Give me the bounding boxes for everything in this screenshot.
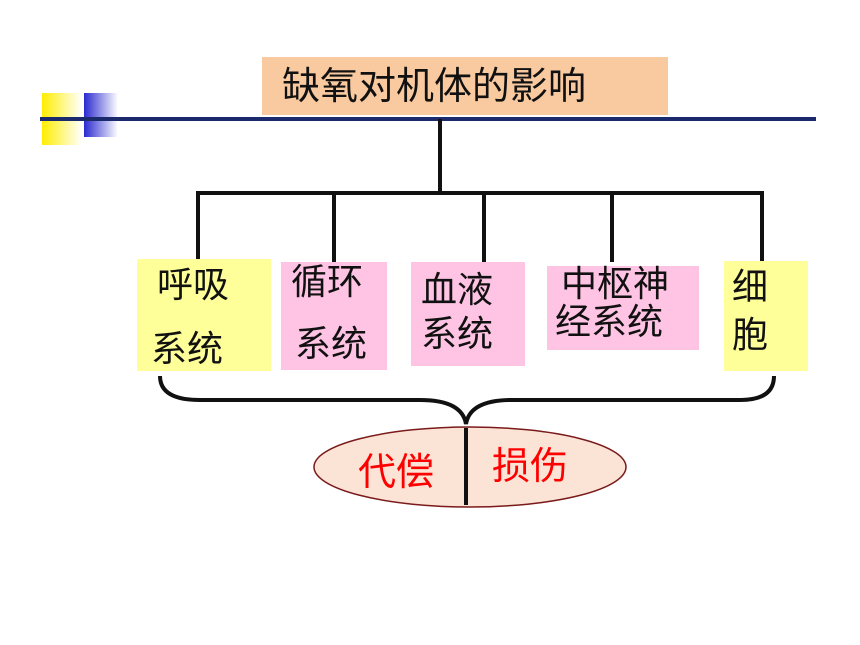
node-label-line1: 循环 [291, 262, 364, 303]
tree-connectors [196, 119, 764, 262]
node-label-line2: 经系统 [555, 302, 664, 343]
node-label-line1: 中枢神 [561, 264, 670, 305]
node-cell: 细 胞 [724, 261, 808, 371]
damage-label: 损伤 [492, 444, 569, 488]
node-central-nervous-system: 中枢神 经系统 [547, 266, 699, 350]
node-label-line2: 系统 [295, 324, 368, 365]
outcome-oval [313, 426, 627, 508]
compensation-label: 代偿 [358, 450, 435, 494]
node-blood-system: 血液 系统 [411, 262, 525, 366]
curly-brace [158, 375, 776, 425]
node-circulatory-system: 循环 系统 [281, 262, 387, 370]
node-respiratory-system: 呼吸 系统 [137, 259, 271, 371]
node-label-line1: 呼吸 [157, 265, 230, 306]
page-title: 缺氧对机体的影响 [262, 57, 668, 115]
node-label-line2: 系统 [151, 329, 224, 370]
node-label-line1: 细 [732, 267, 769, 308]
node-label-line2: 系统 [421, 314, 494, 355]
node-label-line2: 胞 [732, 315, 769, 356]
node-label-line1: 血液 [421, 270, 494, 311]
